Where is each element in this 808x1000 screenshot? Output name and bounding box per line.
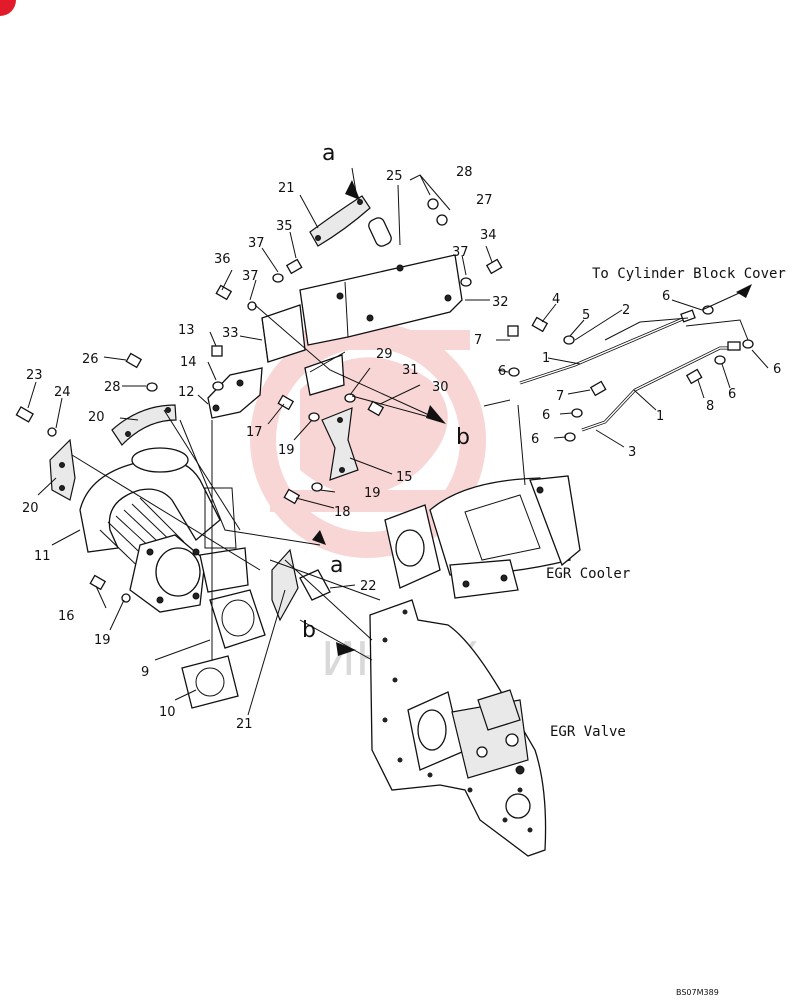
label-19: 19 xyxy=(364,486,381,501)
block-29 xyxy=(304,354,345,396)
label-23: 23 xyxy=(26,368,43,383)
clamp-15 xyxy=(321,407,359,481)
label-5: 5 xyxy=(582,308,590,323)
label-4: 4 xyxy=(552,292,560,307)
view-ref-b-left: b xyxy=(302,618,316,643)
label-37: 37 xyxy=(452,245,469,260)
view-ref-b-right: b xyxy=(456,425,470,450)
view-ref-a-mid: a xyxy=(330,553,343,578)
label-8: 8 xyxy=(706,399,714,414)
corner-mark xyxy=(0,0,16,16)
label-17: 17 xyxy=(246,425,263,440)
label-13: 13 xyxy=(178,323,195,338)
label-6: 6 xyxy=(773,362,781,377)
label-6: 6 xyxy=(542,408,550,423)
sleeve-25 xyxy=(368,217,392,247)
arrows xyxy=(312,180,752,656)
label-1: 1 xyxy=(656,409,664,424)
label-27: 27 xyxy=(476,193,493,208)
egr-cooler xyxy=(384,475,581,599)
label-6: 6 xyxy=(662,289,670,304)
label-33: 33 xyxy=(222,326,239,341)
label-26: 26 xyxy=(82,352,99,367)
label-35: 35 xyxy=(276,219,293,234)
label-28: 28 xyxy=(104,380,121,395)
clamp-20-upper xyxy=(111,404,177,446)
label-21: 21 xyxy=(278,181,295,196)
label-20: 20 xyxy=(88,410,105,425)
label-34: 34 xyxy=(480,228,497,243)
label-10: 10 xyxy=(159,705,176,720)
label-37: 37 xyxy=(248,236,265,251)
callout-cylinder-block-cover: To Cylinder Block Cover xyxy=(592,266,786,282)
label-7: 7 xyxy=(556,389,564,404)
spacer-33 xyxy=(261,304,306,363)
label-9: 9 xyxy=(141,665,149,680)
clamp-21-top xyxy=(309,195,371,247)
leader-lines xyxy=(27,167,769,716)
label-32: 32 xyxy=(492,295,509,310)
egr-valve xyxy=(407,689,529,779)
label-2: 2 xyxy=(622,303,630,318)
label-1: 1 xyxy=(542,351,550,366)
label-6: 6 xyxy=(498,364,506,379)
label-12: 12 xyxy=(178,385,195,400)
pipe-2 xyxy=(519,309,696,385)
label-16: 16 xyxy=(58,609,75,624)
label-25: 25 xyxy=(386,169,403,184)
label-6: 6 xyxy=(728,387,736,402)
label-21: 21 xyxy=(236,717,253,732)
label-15: 15 xyxy=(396,470,413,485)
pipe-3 xyxy=(581,341,741,432)
label-31: 31 xyxy=(402,363,419,378)
fitting-22 xyxy=(299,569,331,601)
label-3: 3 xyxy=(628,445,636,460)
label-22: 22 xyxy=(360,579,377,594)
upper-bracket-32 xyxy=(299,254,463,346)
callout-egr-cooler: EGR Cooler xyxy=(546,566,630,582)
bracket-12 xyxy=(207,367,263,419)
label-14: 14 xyxy=(180,355,197,370)
part-labels: 1 1 2 3 4 5 6 6 6 6 6 6 7 7 8 9 10 11 12… xyxy=(22,165,781,732)
label-36: 36 xyxy=(214,252,231,267)
label-30: 30 xyxy=(432,380,449,395)
callout-egr-valve: EGR Valve xyxy=(550,724,626,740)
gasket-9 xyxy=(209,589,266,649)
label-19: 19 xyxy=(94,633,111,648)
gasket-10 xyxy=(181,655,239,709)
label-28: 28 xyxy=(456,165,473,180)
exhaust-pipe-11 xyxy=(79,447,249,613)
label-19: 19 xyxy=(278,443,295,458)
label-7: 7 xyxy=(474,333,482,348)
label-29: 29 xyxy=(376,347,393,362)
label-18: 18 xyxy=(334,505,351,520)
fasteners xyxy=(15,198,754,603)
label-6: 6 xyxy=(531,432,539,447)
view-ref-a-top: a xyxy=(322,141,335,166)
label-24: 24 xyxy=(54,385,71,400)
label-20: 20 xyxy=(22,501,39,516)
label-11: 11 xyxy=(34,549,51,564)
label-37: 37 xyxy=(242,269,259,284)
drawing-code: BS07M389 xyxy=(676,988,719,997)
clamp-20-lower xyxy=(49,438,76,501)
